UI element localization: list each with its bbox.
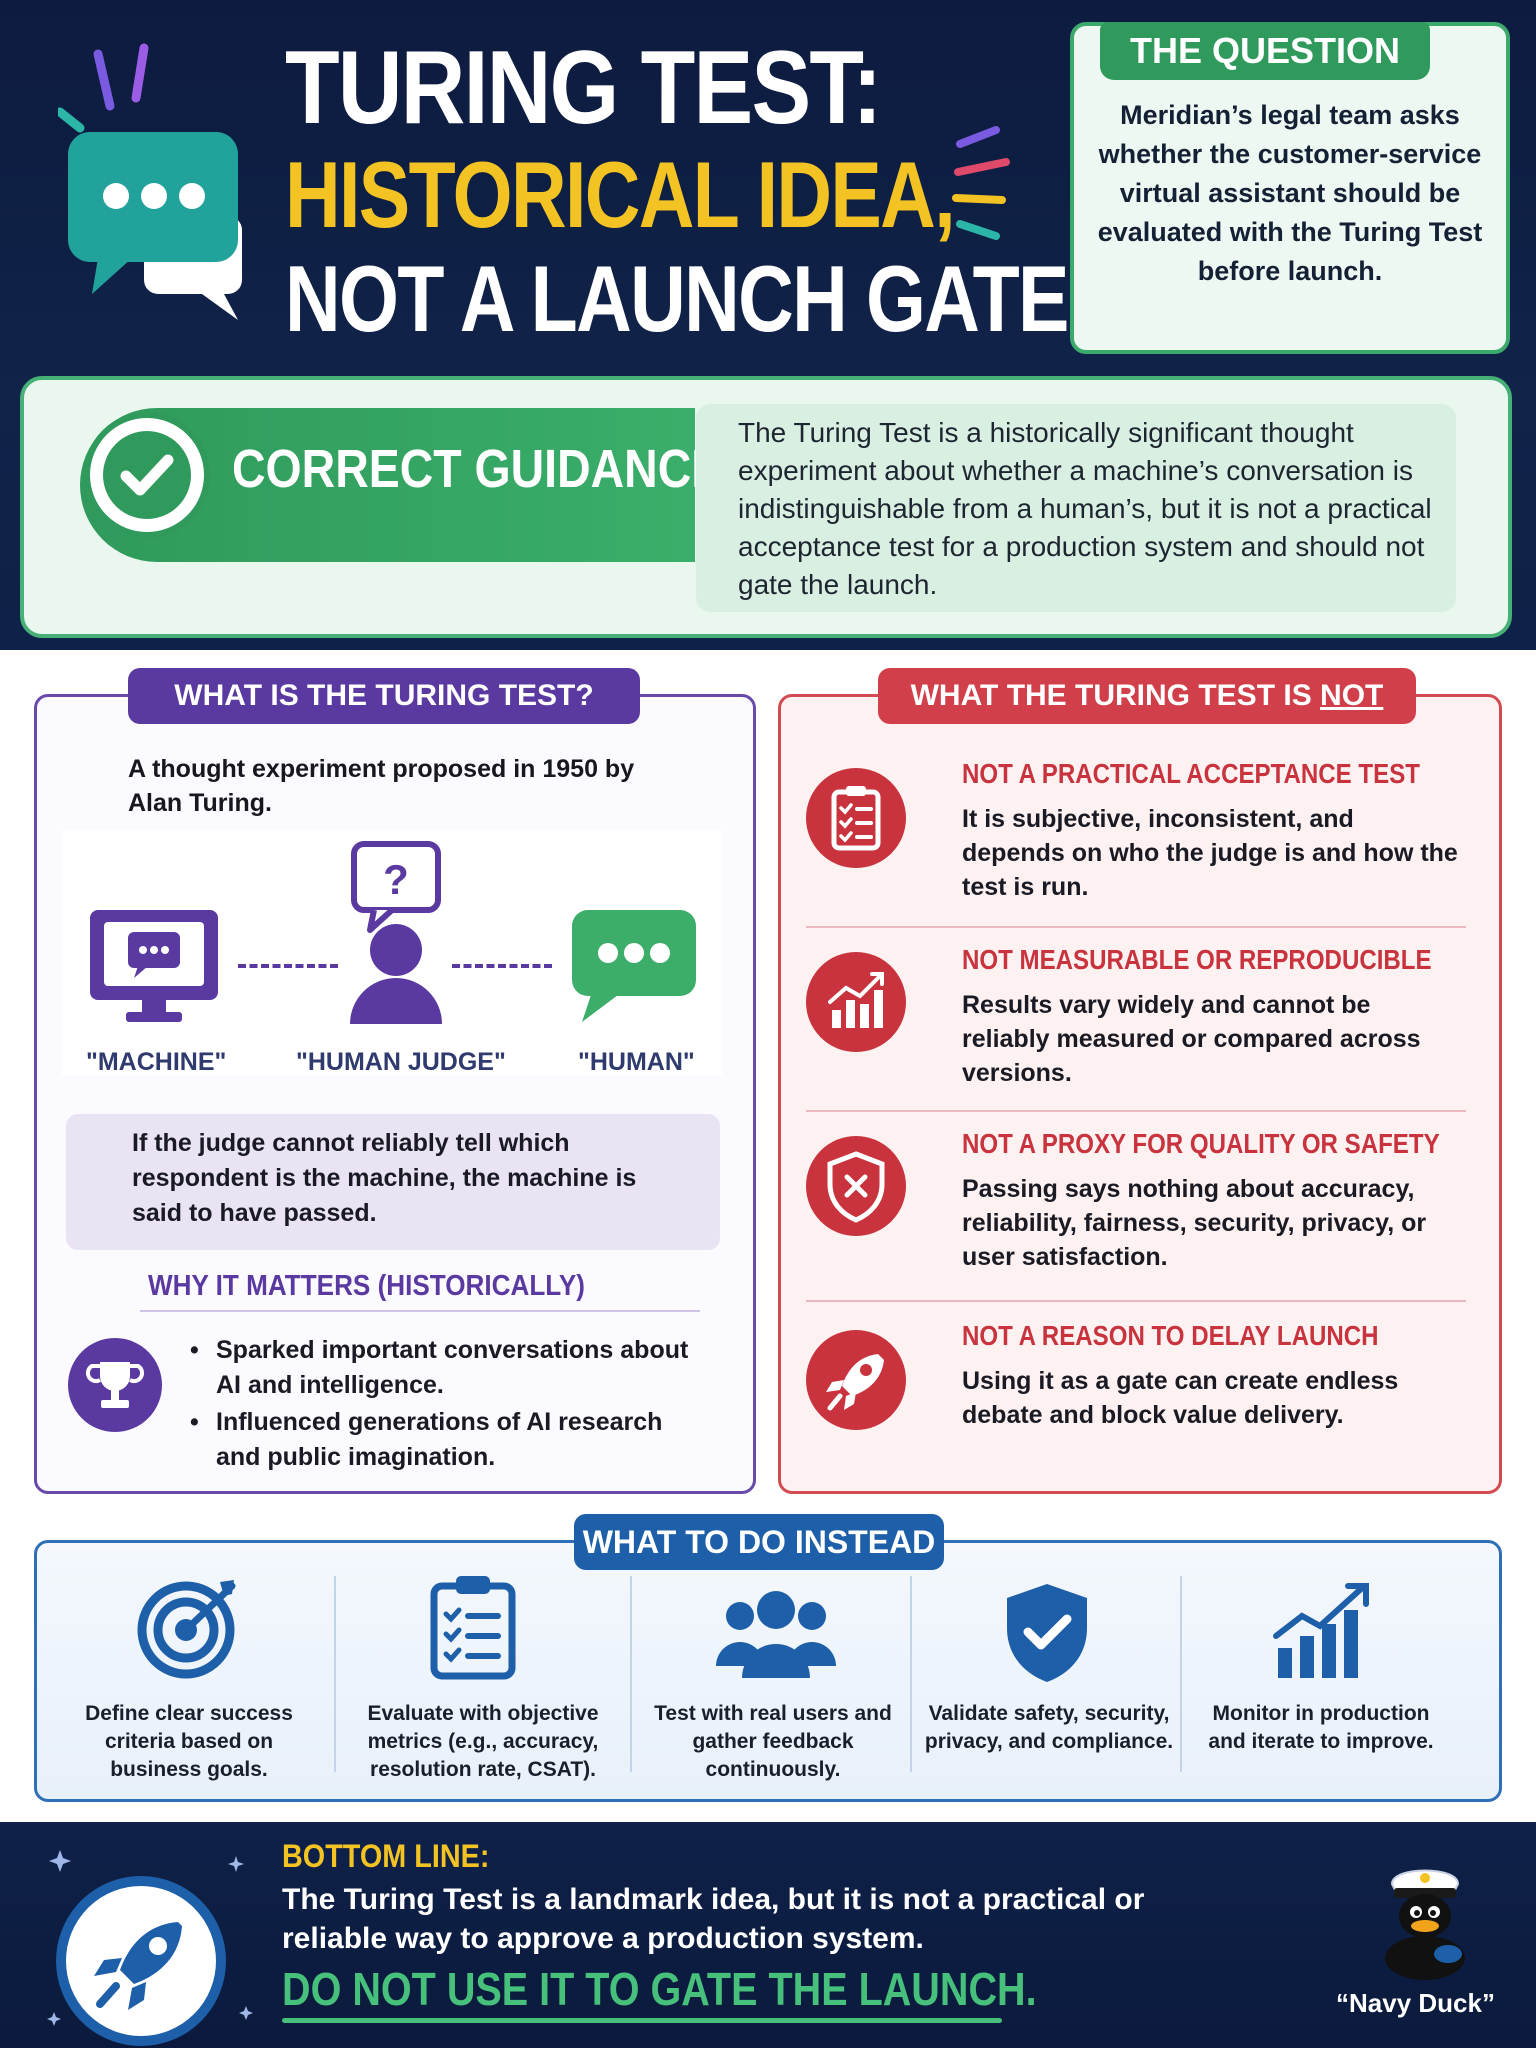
sparks-icon <box>952 126 1010 240</box>
bottom-line-label: BOTTOM LINE: <box>282 1838 490 1874</box>
title-line-1: TURING TEST: <box>285 30 882 146</box>
question-text: Meridian’s legal team asks whether the c… <box>1097 100 1483 286</box>
mascot-label: “Navy Duck” <box>1336 1988 1495 2018</box>
instead-divider <box>1180 1576 1182 1772</box>
target-icon <box>137 1580 236 1679</box>
instead-text-4: Validate safety, security, privacy, and … <box>924 1702 1174 1753</box>
is-not-divider <box>806 1300 1466 1302</box>
bar-chart-icon <box>806 952 906 1052</box>
list-item: Influenced generations of AI research an… <box>188 1405 708 1475</box>
bottom-line-banner <box>0 1822 1536 2048</box>
judge-question-mark: ? <box>383 856 409 903</box>
page-title: TURING TEST: HISTORICAL IDEA, NOT A LAUN… <box>285 30 1069 354</box>
guidance-label: CORRECT GUIDANCE <box>232 439 723 499</box>
cta-underline <box>282 2018 1002 2023</box>
what-is-intro: A thought experiment proposed in 1950 by… <box>128 755 635 817</box>
human-chat-icon <box>572 910 696 1022</box>
is-not-label-not: NOT <box>1320 679 1384 712</box>
why-bullets: Sparked important conversations about AI… <box>188 1333 708 1477</box>
pass-callout <box>66 1114 720 1250</box>
list-item: Sparked important conversations about AI… <box>188 1333 708 1403</box>
why-it-matters-heading: WHY IT MATTERS (HISTORICALLY) <box>148 1270 585 1302</box>
chat-bubbles-icon <box>58 43 242 320</box>
judge-label: "HUMAN JUDGE" <box>296 1048 506 1076</box>
trophy-icon <box>68 1338 162 1432</box>
clipboard-checklist-icon <box>806 768 906 868</box>
is-not-heading-4: NOT A REASON TO DELAY LAUNCH <box>962 1320 1379 1351</box>
navy-duck-mascot-icon <box>1385 1869 1465 1980</box>
instead-text-5: Monitor in production and iterate to imp… <box>1208 1702 1434 1753</box>
instead-divider <box>910 1576 912 1772</box>
question-label: THE QUESTION <box>1100 22 1430 80</box>
connector-line-right <box>452 964 552 968</box>
instead-text-2: Evaluate with objective metrics (e.g., a… <box>367 1702 599 1781</box>
is-not-body-4: Using it as a gate can create endless de… <box>962 1367 1399 1429</box>
users-icon <box>716 1591 836 1678</box>
instead-divider <box>334 1576 336 1772</box>
is-not-divider <box>806 1110 1466 1112</box>
instead-divider <box>630 1576 632 1772</box>
what-is-label: WHAT IS THE TURING TEST? <box>128 668 640 724</box>
rocket-badge-icon <box>56 1876 226 2046</box>
judge-person-icon: ? <box>350 841 442 1024</box>
is-not-label-prefix: WHAT THE TURING TEST IS <box>910 679 1321 712</box>
why-divider <box>140 1310 700 1312</box>
shield-check-icon <box>1007 1584 1087 1682</box>
bottom-line-text: The Turing Test is a landmark idea, but … <box>282 1883 1145 1955</box>
shield-x-icon <box>806 1136 906 1236</box>
instead-text-3: Test with real users and gather feedback… <box>654 1702 892 1781</box>
check-circle-icon <box>84 412 210 538</box>
monitor-icon <box>90 910 218 1022</box>
is-not-divider <box>806 926 1466 928</box>
sparkle-stars-icon <box>47 1850 253 2026</box>
is-not-heading-3: NOT A PROXY FOR QUALITY OR SAFETY <box>962 1128 1440 1159</box>
growth-chart-icon <box>1273 1583 1369 1678</box>
guidance-text: The Turing Test is a historically signif… <box>738 417 1432 600</box>
is-not-label: WHAT THE TURING TEST IS NOT <box>878 668 1416 724</box>
title-line-2: HISTORICAL IDEA, <box>285 142 956 247</box>
bottom-line-cta: DO NOT USE IT TO GATE THE LAUNCH. <box>282 1963 1037 2015</box>
title-line-3: NOT A LAUNCH GATE <box>285 246 1069 351</box>
instead-text-1: Define clear success criteria based on b… <box>85 1702 293 1781</box>
rocket-icon <box>806 1330 906 1430</box>
is-not-body-1: It is subjective, inconsistent, and depe… <box>962 805 1458 901</box>
guidance-text-box <box>696 404 1456 612</box>
is-not-body-3: Passing says nothing about accuracy, rel… <box>962 1175 1427 1271</box>
clipboard-icon <box>430 1576 516 1680</box>
instead-label: WHAT TO DO INSTEAD <box>574 1514 944 1570</box>
human-label: "HUMAN" <box>578 1048 695 1076</box>
pass-callout-text: If the judge cannot reliably tell which … <box>132 1129 637 1227</box>
machine-label: "MACHINE" <box>86 1048 227 1076</box>
is-not-heading-1: NOT A PRACTICAL ACCEPTANCE TEST <box>962 758 1420 789</box>
connector-line-left <box>238 964 338 968</box>
is-not-heading-2: NOT MEASURABLE OR REPRODUCIBLE <box>962 944 1432 975</box>
is-not-body-2: Results vary widely and cannot be reliab… <box>962 991 1421 1087</box>
